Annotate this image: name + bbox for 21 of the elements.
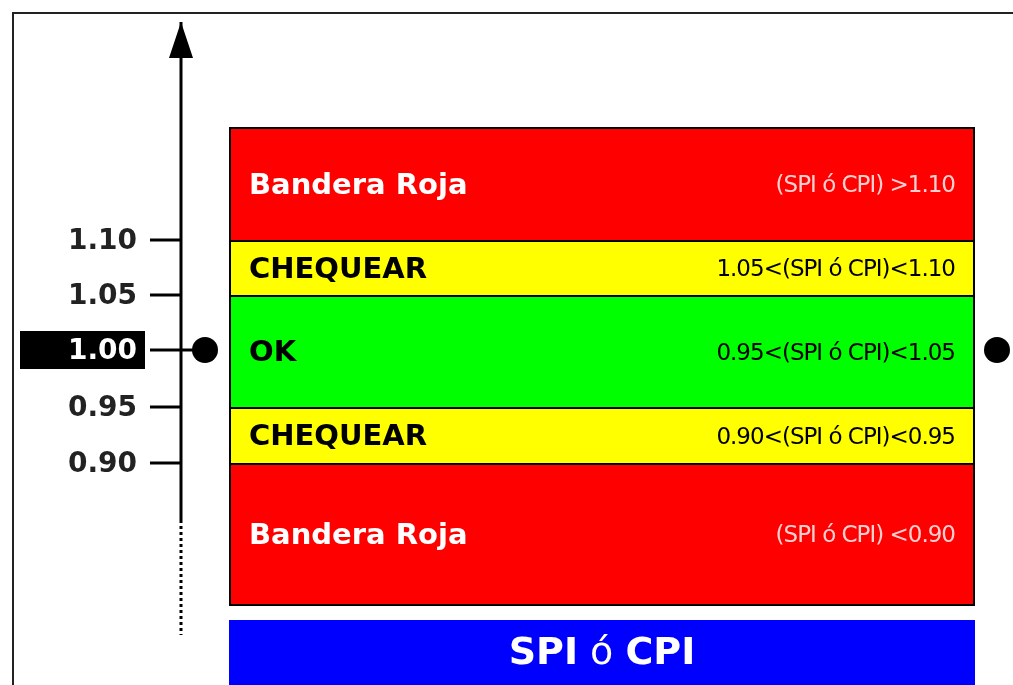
- tick-label: 0.90: [66, 445, 138, 481]
- threshold-band: [229, 295, 975, 409]
- tick-label: 1.10: [66, 222, 138, 258]
- highlighted-tick-label: 1.00: [20, 331, 145, 369]
- band-condition: 0.95<(SPI ó CPI)<1.05: [716, 337, 955, 367]
- band-condition: 0.90<(SPI ó CPI)<0.95: [716, 421, 955, 451]
- band-title: CHEQUEAR: [249, 417, 428, 455]
- band-title: OK: [249, 333, 297, 371]
- tick-label: 1.05: [66, 277, 138, 313]
- band-title: CHEQUEAR: [249, 249, 428, 287]
- threshold-band: [229, 127, 975, 242]
- band-title: Bandera Roja: [249, 515, 468, 553]
- threshold-band: [229, 240, 975, 297]
- threshold-band: [229, 407, 975, 465]
- band-condition: 1.05<(SPI ó CPI)<1.10: [716, 254, 955, 284]
- tick-label: 0.95: [66, 389, 138, 425]
- band-title: Bandera Roja: [249, 165, 468, 203]
- axis-title-bar: SPI ó CPI: [229, 620, 975, 685]
- threshold-band: [229, 463, 975, 606]
- band-condition: (SPI ó CPI) >1.10: [775, 170, 955, 200]
- band-condition: (SPI ó CPI) <0.90: [775, 520, 955, 550]
